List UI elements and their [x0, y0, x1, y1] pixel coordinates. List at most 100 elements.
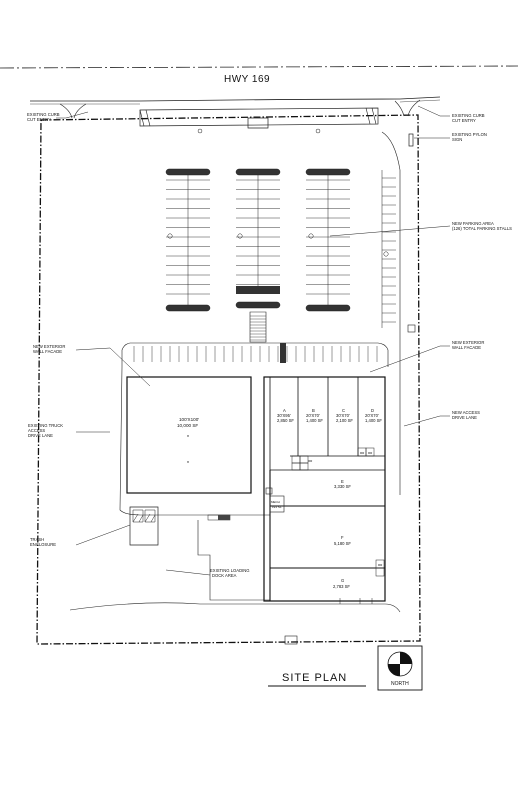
mech-label: MECH — [271, 500, 280, 504]
space-e-label: E 3,330 SF — [334, 479, 351, 489]
property-line — [36, 114, 421, 645]
mech-area: 191 SF — [272, 505, 282, 509]
svg-text:EXISTING CURB: EXISTING CURB — [27, 112, 60, 117]
building-big-space — [126, 376, 252, 494]
svg-text:EXISTING PYLON: EXISTING PYLON — [452, 132, 487, 137]
site-plan-title: SITE PLAN — [282, 672, 347, 684]
parking-rows — [165, 168, 351, 312]
svg-text:DOCK AREA: DOCK AREA — [212, 573, 237, 578]
space-b-label: B 20'X70' 1,400 SF — [306, 408, 323, 423]
curb-cut-right — [394, 99, 421, 117]
svg-text:NEW PARKING AREA: NEW PARKING AREA — [452, 221, 494, 226]
entry-walk — [249, 311, 267, 343]
svg-text:30'X95': 30'X95' — [277, 413, 291, 418]
restrooms — [291, 447, 385, 577]
light-pole-3 — [167, 233, 173, 239]
svg-text:1,400 SF: 1,400 SF — [306, 418, 323, 423]
svg-text:DRIVE LANE: DRIVE LANE — [28, 433, 53, 438]
svg-text:5,180 SF: 5,180 SF — [334, 541, 351, 546]
svg-text:D: D — [371, 408, 374, 413]
pylon-sign — [408, 133, 414, 147]
svg-text:EXISTING TRUCK: EXISTING TRUCK — [28, 423, 63, 428]
space-d-label: D 20'X70' 1,400 SF — [365, 408, 382, 423]
trash-enclosure — [129, 506, 159, 546]
light-pole-6 — [383, 251, 389, 257]
note-parking: NEW PARKING AREA (126) TOTAL PARKING STA… — [452, 221, 512, 231]
transformer — [407, 324, 416, 333]
svg-text:2,100 SF: 2,100 SF — [336, 418, 353, 423]
svg-text:F: F — [341, 535, 344, 540]
svg-text:EXISTING LOADING: EXISTING LOADING — [210, 568, 250, 573]
svg-text:RR: RR — [308, 459, 313, 463]
front-landscape-strip — [139, 107, 379, 127]
svg-text:G: G — [341, 578, 344, 583]
north-arrow-box — [377, 645, 423, 691]
note-pylon: EXISTING PYLON SIGN — [452, 132, 487, 142]
parking-stalls — [166, 179, 350, 295]
svg-text:100'X100': 100'X100' — [179, 417, 199, 422]
note-trash: TRASH ENCLOSURE — [30, 537, 56, 547]
svg-text:CUT ENTRY: CUT ENTRY — [452, 118, 476, 123]
west-drive-edge — [119, 366, 270, 516]
svg-text:E: E — [341, 479, 344, 484]
entry-island — [247, 117, 269, 129]
east-parking-stalls — [382, 177, 396, 323]
space-c-label: C 30'X70' 2,100 SF — [336, 408, 353, 423]
note-facade-right: NEW EXTERIOR WALL FACADE — [452, 340, 484, 350]
svg-text:RR: RR — [378, 563, 383, 567]
svg-text:NEW EXTERIOR: NEW EXTERIOR — [33, 344, 65, 349]
highway-label: HWY 169 — [224, 74, 270, 85]
light-pole-2 — [315, 128, 321, 134]
space-a-label: A 30'X95' 2,850 SF — [277, 408, 294, 423]
svg-text:A: A — [283, 408, 286, 413]
svg-text:(126) TOTAL PARKING STALLS: (126) TOTAL PARKING STALLS — [452, 226, 512, 231]
svg-text:NEW EXTERIOR: NEW EXTERIOR — [452, 340, 484, 345]
accessible-stall-block — [236, 286, 280, 294]
svg-text:WALL FACADE: WALL FACADE — [452, 345, 481, 350]
note-loading: EXISTING LOADING DOCK AREA — [210, 568, 250, 578]
note-curb-left: EXISTING CURB CUT ENTRY — [27, 112, 60, 122]
space-f-label: F 5,180 SF — [334, 535, 351, 546]
svg-text:EXISTING CURB: EXISTING CURB — [452, 113, 485, 118]
svg-text:ACCESS: ACCESS — [28, 428, 45, 433]
light-pole-4 — [237, 233, 243, 239]
note-truck-access: EXISTING TRUCK ACCESS DRIVE LANE — [28, 423, 63, 438]
space-big-label: 100'X100' 10,000 SF — [177, 417, 199, 463]
svg-text:CUT ENTRY: CUT ENTRY — [27, 117, 51, 122]
svg-text:10,000 SF: 10,000 SF — [177, 423, 198, 428]
svg-text:TRASH: TRASH — [30, 537, 44, 542]
svg-text:RR: RR — [368, 451, 373, 455]
south-structure — [284, 635, 298, 645]
svg-text:WALL FACADE: WALL FACADE — [33, 349, 62, 354]
note-curb-right: EXISTING CURB CUT ENTRY — [452, 113, 485, 123]
accessible-front-block — [280, 343, 286, 363]
leader-lines — [56, 105, 451, 576]
svg-text:NEW ACCESS: NEW ACCESS — [452, 410, 480, 415]
loading-dock-area — [197, 520, 270, 601]
light-pole-5 — [308, 233, 314, 239]
mech-room — [269, 495, 285, 513]
north-label: NORTH — [391, 681, 409, 687]
svg-text:2,850 SF: 2,850 SF — [277, 418, 294, 423]
svg-text:3,330 SF: 3,330 SF — [334, 484, 351, 489]
highway-centerline — [0, 65, 518, 69]
svg-text:2,783 SF: 2,783 SF — [333, 584, 350, 589]
light-pole-1 — [197, 128, 203, 134]
south-lot-edge — [69, 602, 401, 613]
svg-text:1,400 SF: 1,400 SF — [365, 418, 382, 423]
svg-text:DRIVE LANE: DRIVE LANE — [452, 415, 477, 420]
svg-text:SIGN: SIGN — [452, 137, 462, 142]
svg-text:RR: RR — [360, 451, 365, 455]
svg-text:20'X70': 20'X70' — [306, 413, 320, 418]
space-g-label: G 2,783 SF — [333, 578, 350, 589]
note-access-lane: NEW ACCESS DRIVE LANE — [452, 410, 480, 420]
svg-text:ENCLOSURE: ENCLOSURE — [30, 542, 56, 547]
svg-text:C: C — [342, 408, 345, 413]
front-curb — [121, 342, 389, 367]
front-parking-stalls — [133, 346, 378, 362]
highway-edge — [30, 96, 441, 102]
svg-text:B: B — [312, 408, 315, 413]
building-multi-tenant — [263, 376, 386, 602]
svg-text:20'X70': 20'X70' — [365, 413, 379, 418]
